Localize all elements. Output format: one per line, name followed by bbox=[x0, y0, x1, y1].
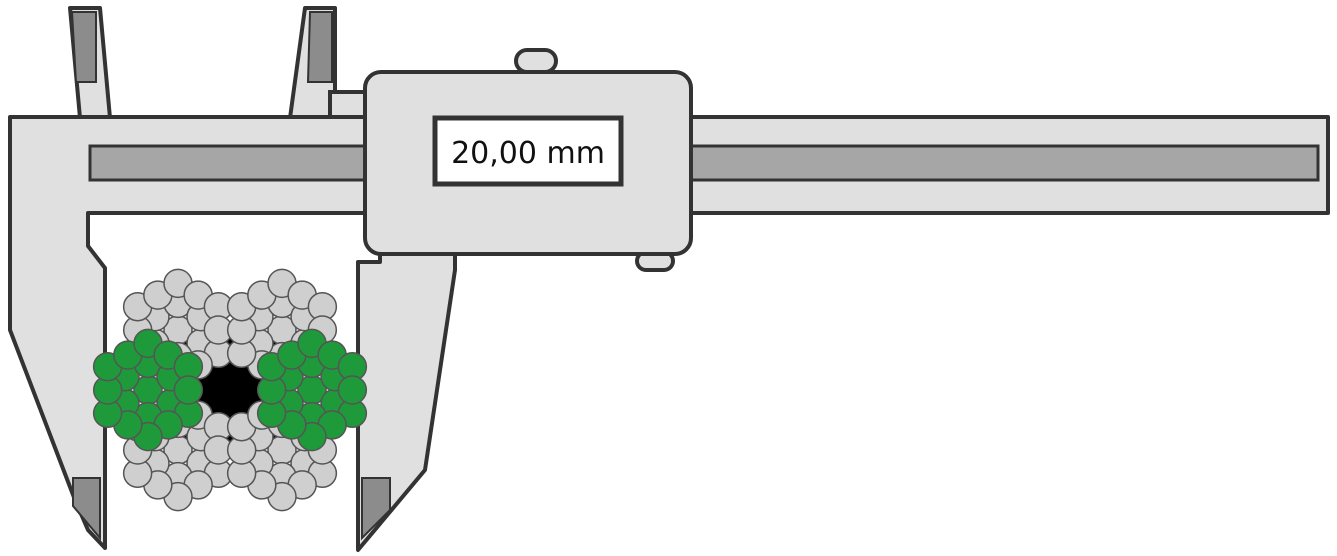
rope-wire-green bbox=[173, 375, 204, 405]
upper-jaws bbox=[68, 6, 374, 124]
wire-rope-cross-section bbox=[92, 268, 368, 512]
sliding-lower-jaw-tip bbox=[361, 477, 391, 541]
display-reading: 20,00 mm bbox=[451, 136, 605, 171]
slider-head: 20,00 mm bbox=[363, 48, 693, 272]
digital-display bbox=[432, 115, 624, 187]
beam-groove bbox=[88, 144, 1320, 182]
thumb-wheel-top bbox=[514, 48, 558, 74]
sliding-upper-jaw-tip bbox=[306, 11, 333, 83]
fixed-upper-jaw-tip bbox=[70, 11, 97, 83]
fixed-lower-jaw-tip bbox=[72, 477, 101, 541]
rope-wire-green bbox=[337, 375, 368, 405]
